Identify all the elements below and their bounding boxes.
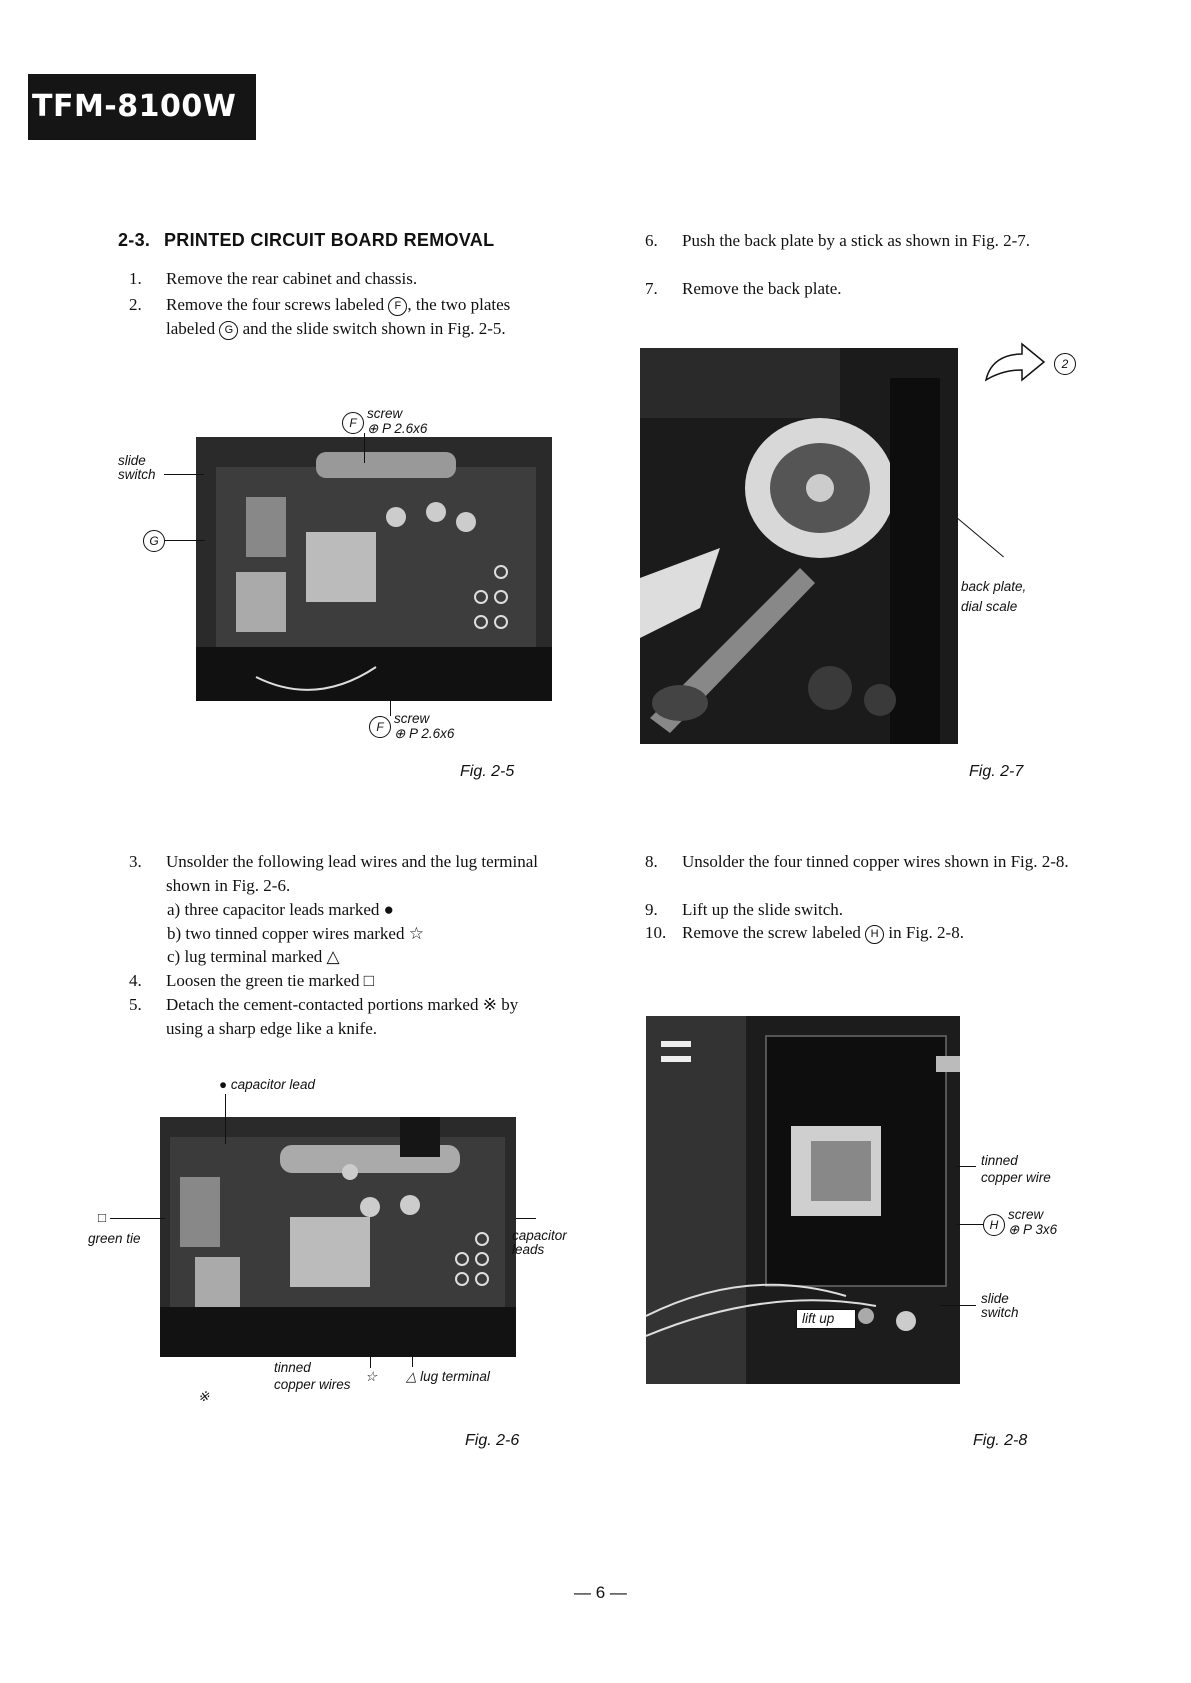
label-f-mark: F (388, 297, 408, 316)
circuit-board-illustration (196, 437, 552, 701)
step-3: 3. Unsolder the following lead wires and… (129, 850, 559, 898)
leader-line (225, 1094, 226, 1144)
step-text: Detach the cement-contacted portions mar… (166, 995, 519, 1038)
step-number: 2. (129, 295, 142, 314)
leader-line (412, 1345, 413, 1367)
screw-f-mark-bottom: F (369, 716, 391, 738)
screw-size: ⊕ P 3x6 (1008, 1222, 1058, 1237)
step-text-part: in Fig. 2-8. (888, 923, 964, 942)
leader-line (110, 1218, 165, 1219)
step-text-part: Remove the screw labeled (682, 923, 861, 942)
lug-terminal-label: △ lug terminal (406, 1369, 490, 1384)
leader-line (956, 1166, 976, 1167)
step-number: 5. (129, 995, 142, 1014)
screw-f-mark-top: F (342, 412, 364, 434)
step-5: 5. Detach the cement-contacted portions … (129, 993, 559, 1041)
dial-frame-illustration (646, 1016, 960, 1384)
lift-up-box (796, 1309, 856, 1329)
leader-line (165, 540, 205, 541)
substep-a: a) three capacitor leads marked ● (167, 900, 394, 919)
step-4: 4. Loosen the green tie marked □ (129, 969, 559, 993)
plate-g-mark: G (143, 530, 165, 552)
leader-line (164, 474, 204, 475)
screw-label-bottom: screw (394, 711, 430, 726)
fig-2-5-caption: Fig. 2-5 (460, 763, 515, 780)
step-number: 3. (129, 852, 142, 871)
star-mark: ☆ (365, 1369, 378, 1384)
substep-c: c) lug terminal marked △ (167, 947, 340, 966)
capacitor-leads-label: capacitor leads (512, 1228, 567, 1257)
step-text: Lift up the slide switch. (682, 900, 844, 919)
leader-line (390, 700, 391, 716)
section-title: PRINTED CIRCUIT BOARD REMOVAL (164, 230, 495, 250)
step-text-part: Remove the four screws labeled (166, 295, 385, 314)
leader-line (364, 433, 365, 463)
slide-switch-label: slide switch (118, 453, 156, 482)
screw-size-bottom: ⊕ P 2.6x6 (394, 726, 455, 741)
step-text: Unsolder the following lead wires and th… (166, 852, 539, 895)
tinned-copper-wire-label: tinned copper wire (981, 1153, 1051, 1185)
cement-mark: ※ (198, 1389, 210, 1404)
screw-label: screw (1008, 1207, 1044, 1222)
back-plate-label: back plate, dial scale (961, 579, 1027, 614)
step-6: 6. Push the back plate by a stick as sho… (645, 229, 1075, 253)
fig-2-6-caption: Fig. 2-6 (465, 1432, 520, 1449)
step-number: 8. (645, 852, 658, 871)
model-badge: TFM-8100W (28, 74, 256, 140)
fig-2-8-caption: Fig. 2-8 (973, 1432, 1028, 1449)
label-h-mark: H (865, 925, 885, 944)
screw-size-top: ⊕ P 2.6x6 (367, 421, 428, 436)
leader-line (957, 518, 1004, 558)
step-text: Remove the screw labeled H in Fig. 2-8. (682, 921, 1075, 945)
step-number: 4. (129, 971, 142, 990)
label-g-mark: G (219, 321, 239, 340)
leader-line (370, 1340, 371, 1368)
step-8: 8. Unsolder the four tinned copper wires… (645, 850, 1075, 874)
step-text: Remove the four screws labeled F, the tw… (166, 293, 549, 341)
fig-2-7-caption: Fig. 2-7 (969, 763, 1024, 780)
step-text: Remove the back plate. (682, 279, 842, 298)
leader-line (516, 1218, 536, 1219)
step-7: 7. Remove the back plate. (645, 277, 1075, 301)
lift-up-label: lift up (802, 1311, 835, 1326)
step-number: 9. (645, 900, 658, 919)
step-number: 1. (129, 269, 142, 288)
substep-b: b) two tinned copper wires marked ☆ (167, 924, 424, 943)
step-text-part: and the slide switch shown in Fig. 2-5. (242, 319, 506, 338)
slide-switch-label: slide switch (981, 1291, 1019, 1320)
arrow-mark-2: 2 (1054, 353, 1076, 375)
tinned-copper-wires-label: tinned copper wires (274, 1360, 351, 1392)
page-number: — 6 — (574, 1583, 627, 1602)
step-2: 2. Remove the four screws labeled F, the… (129, 293, 549, 341)
step-10: 10. Remove the screw labeled H in Fig. 2… (645, 921, 1075, 945)
step-text: Loosen the green tie marked □ (166, 971, 375, 990)
fig-2-7-photo (640, 348, 958, 744)
step-1: 1. Remove the rear cabinet and chassis. (129, 267, 549, 291)
step-9: 9. Lift up the slide switch. (645, 898, 1075, 922)
step-number: 7. (645, 279, 658, 298)
dial-assembly-illustration (640, 348, 958, 744)
section-number: 2-3. (118, 230, 151, 250)
step-text: Remove the rear cabinet and chassis. (166, 269, 418, 288)
step-text: Push the back plate by a stick as shown … (682, 231, 1030, 250)
step-text: Unsolder the four tinned copper wires sh… (682, 852, 1069, 871)
section-heading: 2-3. PRINTED CIRCUIT BOARD REMOVAL (118, 230, 494, 251)
green-tie-label: green tie (88, 1231, 141, 1246)
step-number: 10. (645, 923, 667, 942)
green-tie-mark: □ (98, 1210, 107, 1225)
leader-line (956, 1224, 983, 1225)
fig-2-5-photo (196, 437, 552, 701)
screw-label-top: screw (367, 406, 403, 421)
capacitor-lead-label: ● capacitor lead (219, 1077, 315, 1092)
leader-line (940, 1305, 976, 1306)
fig-2-8-photo (646, 1016, 960, 1384)
step-number: 6. (645, 231, 658, 250)
step-text-part: , the two plates labeled (166, 295, 511, 338)
push-arrow-icon (984, 340, 1054, 390)
circuit-board-illustration (160, 1117, 516, 1357)
screw-h-mark: H (983, 1214, 1005, 1236)
fig-2-6-photo (160, 1117, 516, 1357)
